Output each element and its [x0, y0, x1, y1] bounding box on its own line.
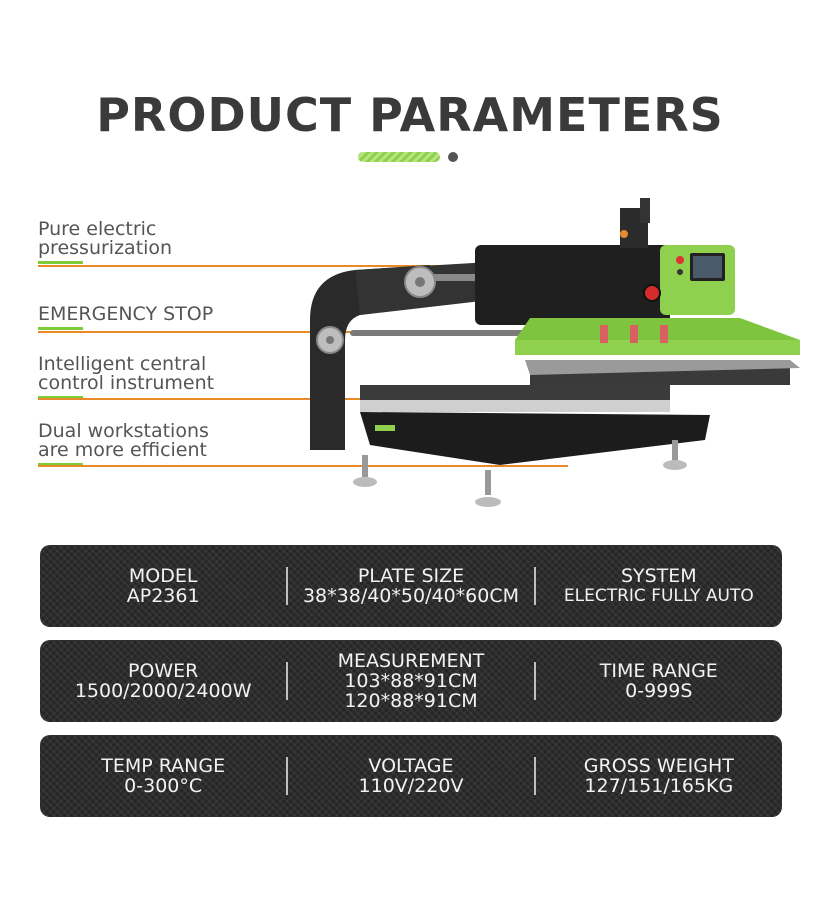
param-label: SYSTEM — [620, 565, 697, 587]
param-value: AP2361 — [126, 585, 200, 607]
param-model: MODEL AP2361 — [40, 566, 286, 606]
param-label: MODEL — [128, 565, 198, 587]
param-power: POWER 1500/2000/2400W — [40, 661, 286, 701]
heat-press-machine-image — [310, 198, 800, 507]
param-divider — [534, 567, 536, 605]
params-row-3: TEMP RANGE 0-300°C VOLTAGE 110V/220V GRO… — [40, 735, 782, 817]
param-label: PLATE SIZE — [357, 565, 465, 587]
callout-line-control-instrument — [38, 398, 578, 400]
title-accent-bar — [358, 152, 440, 162]
params-row-2: POWER 1500/2000/2400W MEASUREMENT 103*88… — [40, 640, 782, 722]
param-value: 1500/2000/2400W — [74, 680, 252, 702]
param-temp-range: TEMP RANGE 0-300°C — [40, 756, 286, 796]
feature-text-line2: are more efficient — [38, 439, 207, 461]
param-value: 110V/220V — [358, 775, 464, 797]
param-gross-weight: GROSS WEIGHT 127/151/165KG — [536, 756, 782, 796]
feature-text-line1: Pure electric — [38, 218, 157, 240]
params-row-1: MODEL AP2361 PLATE SIZE 38*38/40*50/40*6… — [40, 545, 782, 627]
param-divider — [286, 567, 288, 605]
feature-underline — [38, 327, 83, 330]
page-title: PRODUCT PARAMETERS — [96, 88, 724, 142]
title-accent-dot — [448, 152, 458, 162]
param-value: 38*38/40*50/40*60CM — [302, 585, 519, 607]
param-divider — [534, 662, 536, 700]
param-value: ELECTRIC FULLY AUTO — [563, 586, 754, 606]
param-label: POWER — [127, 660, 199, 682]
feature-underline — [38, 463, 83, 466]
param-time-range: TIME RANGE 0-999S — [536, 661, 782, 701]
param-value: 103*88*91CM — [344, 670, 478, 692]
feature-text-line2: pressurization — [38, 237, 173, 259]
feature-emergency-stop: EMERGENCY STOP — [38, 305, 213, 330]
param-divider — [534, 757, 536, 795]
feature-text-line1: Intelligent central — [38, 353, 207, 375]
param-plate-size: PLATE SIZE 38*38/40*50/40*60CM — [288, 566, 534, 606]
feature-underline — [38, 261, 83, 264]
param-label: VOLTAGE — [368, 755, 454, 777]
param-label: TEMP RANGE — [101, 755, 226, 777]
param-divider — [286, 662, 288, 700]
param-label: MEASUREMENT — [337, 650, 485, 672]
feature-control-instrument: Intelligent central control instrument — [38, 355, 214, 399]
param-measurement: MEASUREMENT 103*88*91CM 120*88*91CM — [288, 651, 534, 711]
callout-line-dual-workstations — [38, 465, 568, 467]
param-value: 0-300°C — [124, 775, 203, 797]
feature-text-line1: Dual workstations — [38, 420, 209, 442]
callout-line-pressurization — [38, 265, 618, 267]
param-voltage: VOLTAGE 110V/220V — [288, 756, 534, 796]
param-label: GROSS WEIGHT — [583, 755, 734, 777]
param-value-2: 120*88*91CM — [344, 690, 478, 712]
param-system: SYSTEM ELECTRIC FULLY AUTO — [536, 566, 782, 606]
param-divider — [286, 757, 288, 795]
feature-text-line2: control instrument — [38, 372, 215, 394]
feature-pressurization: Pure electric pressurization — [38, 220, 172, 264]
feature-dual-workstations: Dual workstations are more efficient — [38, 422, 209, 466]
param-value: 0-999S — [625, 680, 693, 702]
param-value: 127/151/165KG — [584, 775, 734, 797]
feature-text-line1: EMERGENCY STOP — [38, 303, 214, 325]
feature-underline — [38, 396, 83, 399]
param-label: TIME RANGE — [599, 660, 718, 682]
